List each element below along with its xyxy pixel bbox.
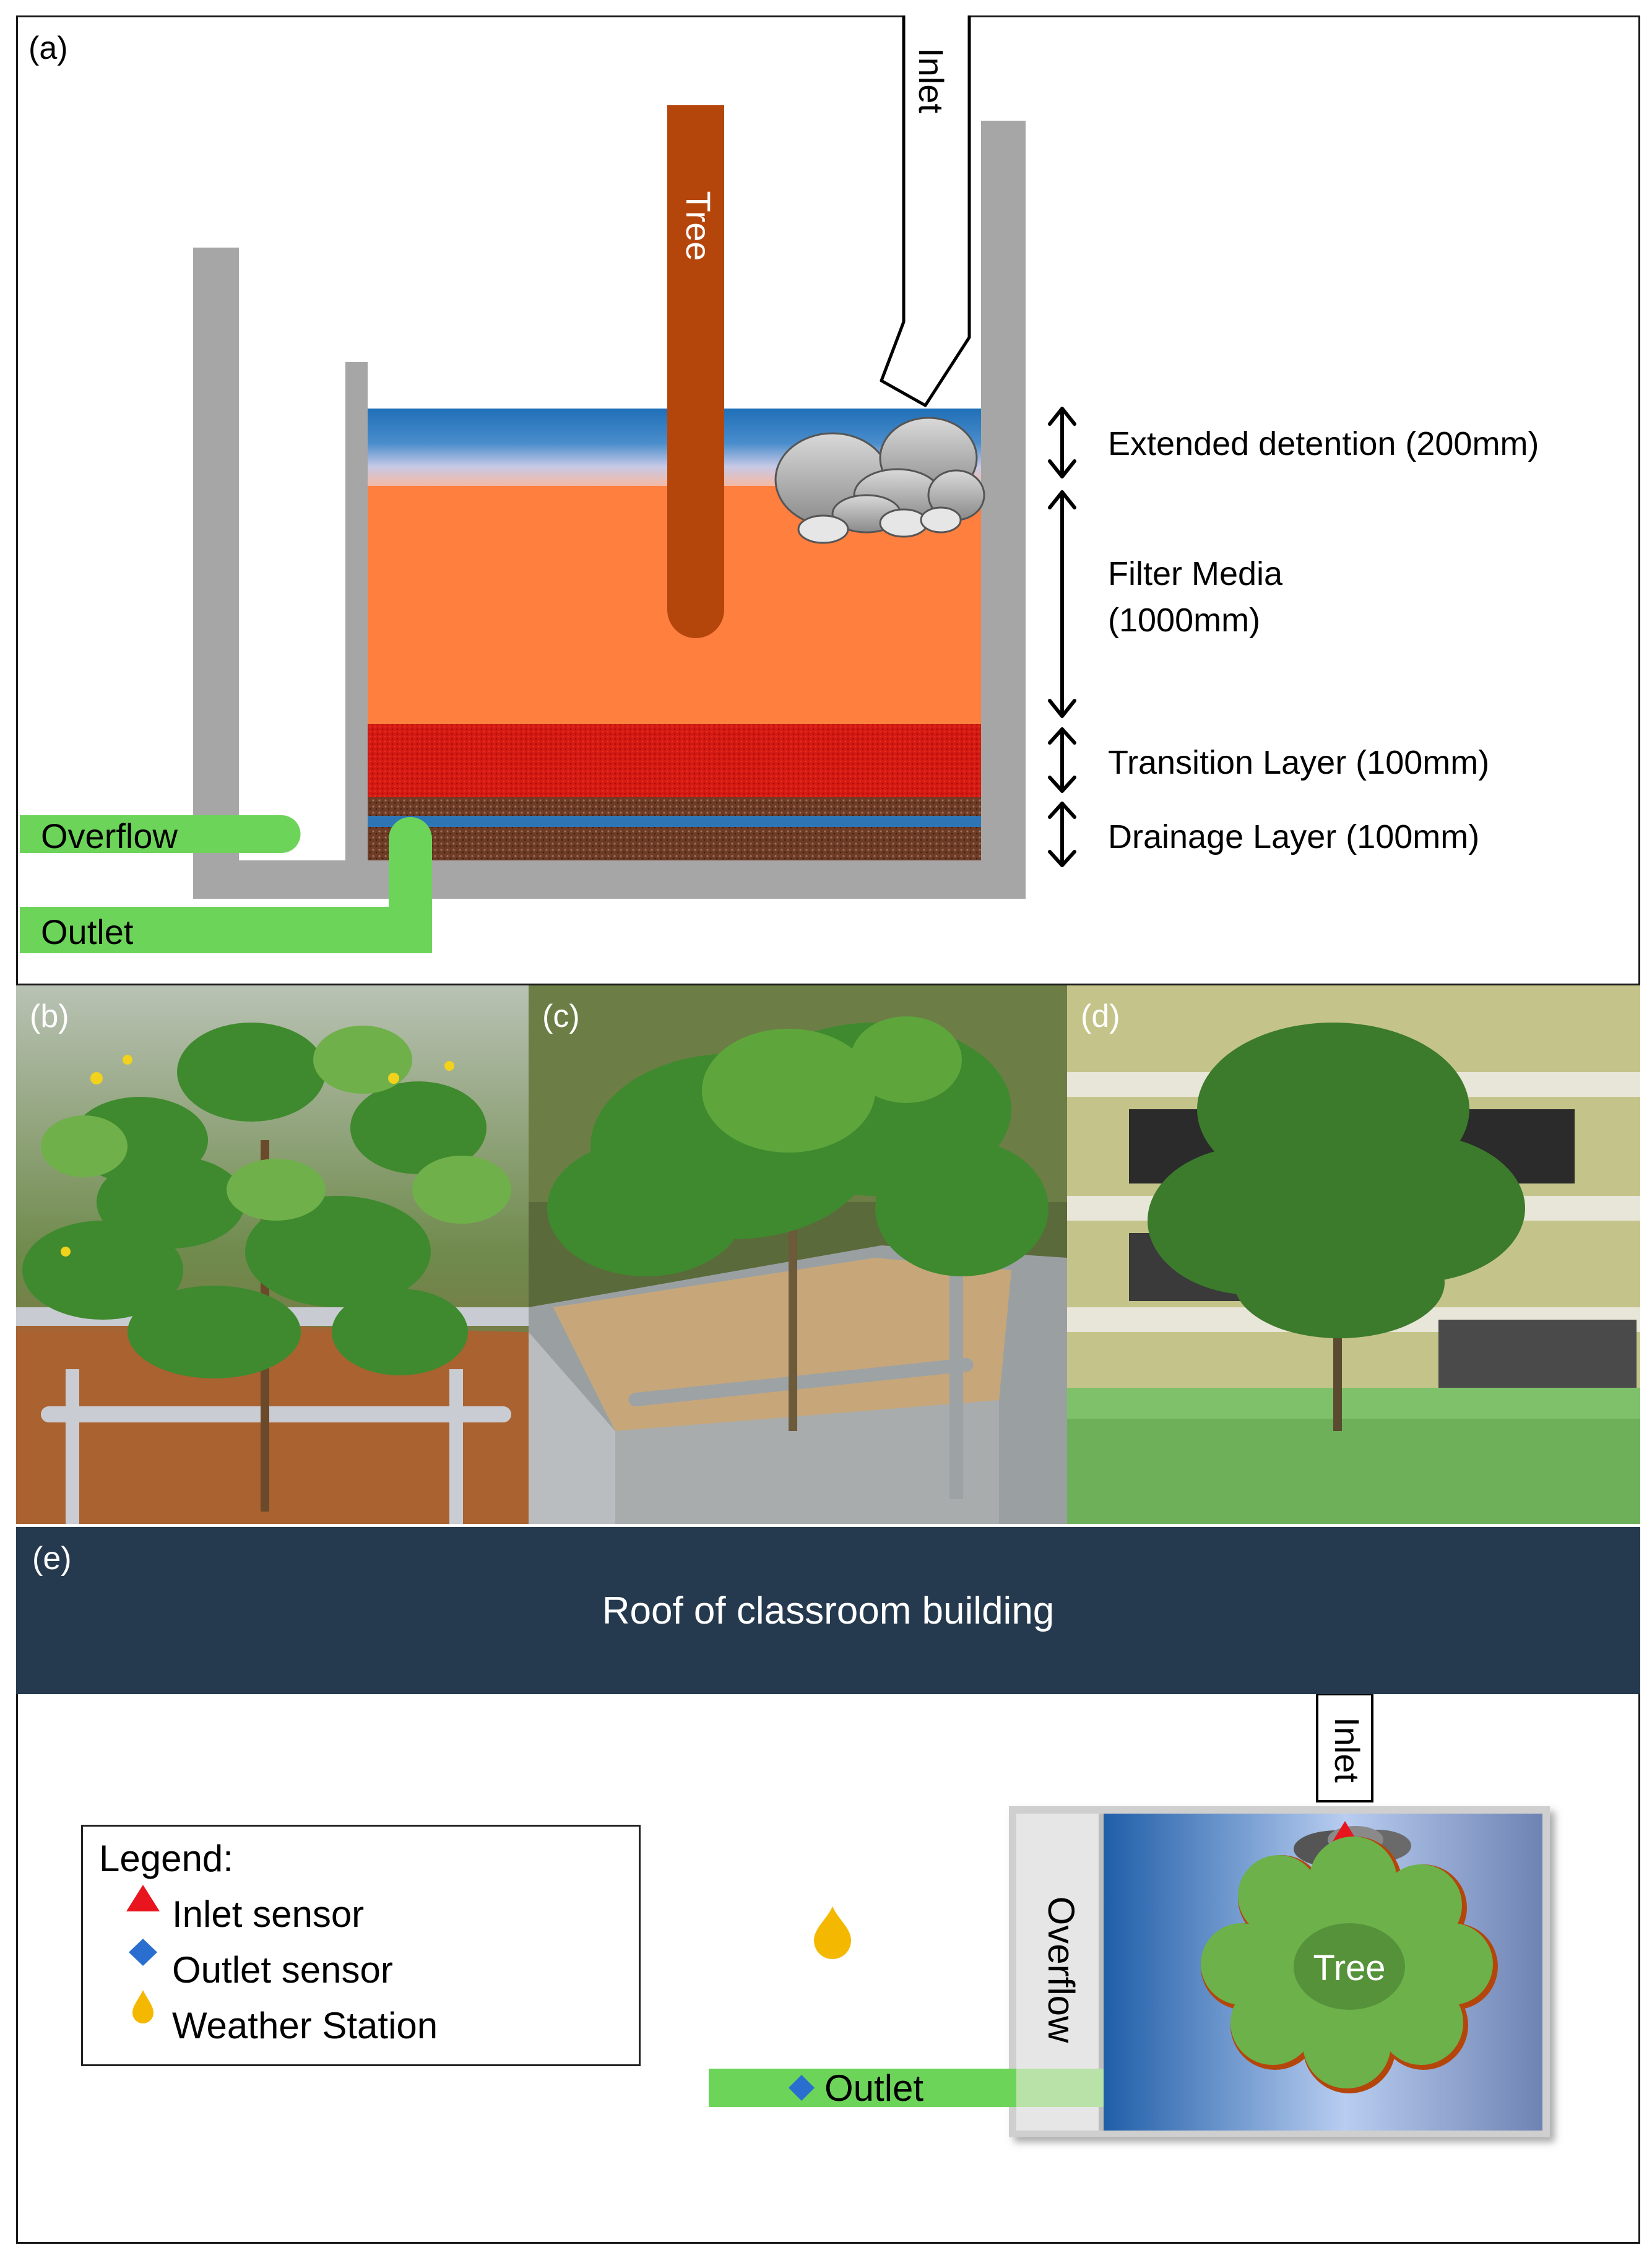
- photo-b-label: (b): [30, 998, 69, 1034]
- panel-e-label: (e): [32, 1541, 72, 1577]
- bioretention-cross-section-diagram: Inlet Tree Extended detention (200mm) Fi…: [20, 15, 1539, 953]
- overflow-pipe: [20, 815, 301, 853]
- extended-detention-label: Extended detention (200mm): [1108, 425, 1539, 462]
- outlet-label-plan: Outlet: [824, 2067, 923, 2109]
- outer-overflow-wall: [193, 248, 239, 898]
- inlet-pipe: [880, 15, 971, 407]
- outlet-sensor-marker: [789, 2075, 815, 2101]
- tree-label: Tree: [679, 191, 718, 261]
- rock-pile-icon: [774, 417, 985, 544]
- filter-media-label-1: Filter Media: [1108, 555, 1283, 592]
- drainage-layer-top: [368, 797, 981, 816]
- photo-b-greenhouse-biofilter: (b): [16, 985, 529, 1524]
- tree-trunk: [667, 105, 724, 638]
- inlet-sensor-marker: [1333, 1821, 1357, 1841]
- drainage-layer-bottom: [368, 827, 981, 860]
- inlet-label-plan: Inlet: [1328, 1717, 1367, 1783]
- inlet-pipe-plan: [1316, 1694, 1373, 1802]
- outlet-pipe-in-overflow: [1016, 2069, 1104, 2107]
- legend-title: Legend:: [99, 1838, 233, 1879]
- inner-left-wall: [345, 362, 368, 863]
- overflow-label-plan: Overflow: [1040, 1897, 1082, 2043]
- outlet-pipe: [20, 817, 432, 953]
- panel-a-label: (a): [28, 30, 68, 66]
- transition-layer-arrow: [1048, 727, 1076, 793]
- site-plan-diagram: Inlet Overflow Outlet Tree: [709, 1694, 1550, 2137]
- roof-of-building-bar: [16, 1527, 1640, 1694]
- inlet-label: Inlet: [912, 48, 951, 113]
- photo-d-label: (d): [1081, 998, 1120, 1034]
- basin-floor: [193, 860, 1026, 899]
- drainage-layer-label: Drainage Layer (100mm): [1108, 818, 1479, 855]
- dimension-arrows: [1048, 407, 1076, 867]
- photo-c-label: (c): [542, 998, 580, 1034]
- legend-weather-station: Weather Station: [172, 2005, 438, 2046]
- inlet-sensor-icon: [126, 1885, 160, 1911]
- overflow-divider: [1099, 1814, 1104, 2131]
- photo-c-biofilter-box: (c): [529, 985, 1067, 1524]
- right-wall: [981, 121, 1026, 899]
- weather-station-marker: [814, 1906, 851, 1959]
- photo-d-school-planter: (d): [1067, 985, 1640, 1524]
- drainage-pipe-band: [368, 816, 981, 827]
- legend-symbols: [126, 1885, 160, 2023]
- roof-label: Roof of classroom building: [602, 1590, 1055, 1632]
- overflow-label: Overflow: [41, 816, 178, 855]
- outlet-sensor-icon: [129, 1939, 157, 1966]
- legend-inlet-sensor: Inlet sensor: [172, 1893, 365, 1935]
- transition-layer: [368, 724, 981, 797]
- legend-outlet-sensor: Outlet sensor: [172, 1949, 393, 1991]
- extended-detention-arrow: [1048, 407, 1076, 478]
- filter-media-label-2: (1000mm): [1108, 602, 1260, 639]
- transition-layer-label: Transition Layer (100mm): [1108, 744, 1489, 781]
- legend-box: [81, 1825, 641, 2066]
- weather-station-icon: [132, 1990, 154, 2023]
- drainage-layer-arrow: [1048, 802, 1076, 867]
- outlet-label: Outlet: [41, 912, 134, 951]
- filter-media-arrow: [1048, 490, 1076, 718]
- tree-label-plan: Tree: [1313, 1948, 1385, 1988]
- tree-canopy-icon: [1201, 1837, 1498, 2093]
- panel-a-cross-section: [16, 15, 1640, 985]
